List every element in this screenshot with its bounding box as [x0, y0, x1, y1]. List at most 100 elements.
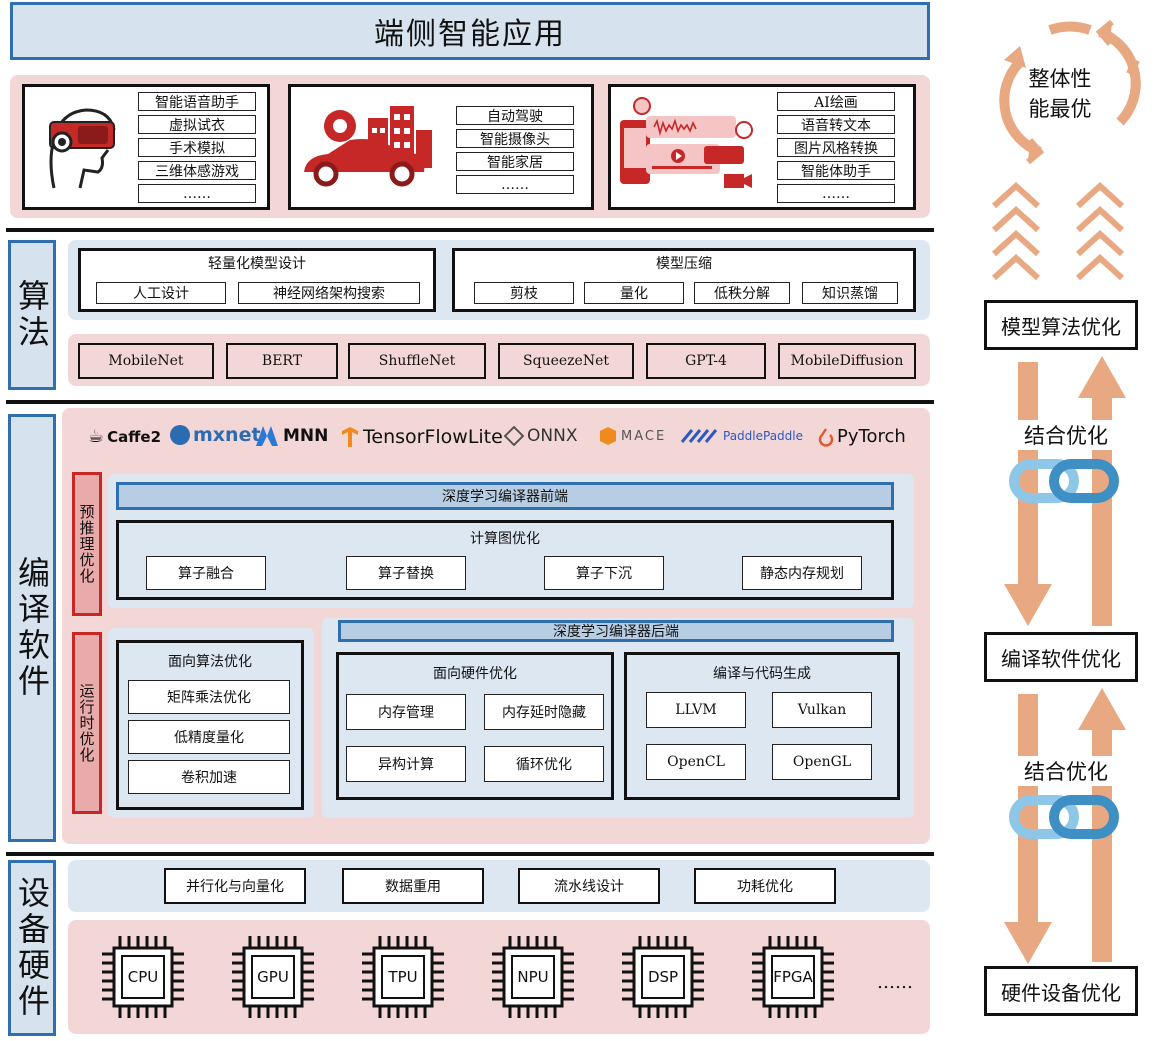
- app-item: AI绘画: [777, 92, 895, 111]
- compiler-side-label: 编译软件: [8, 414, 56, 842]
- app-item: 智能体助手: [777, 161, 895, 180]
- joint-optimization-label-2: 结合优化: [1006, 756, 1126, 786]
- separator: [6, 400, 934, 404]
- app-item: ……: [456, 175, 574, 194]
- framework-mnn: MNN: [254, 424, 328, 448]
- chain-link-icon: [1009, 459, 1119, 503]
- model-item: GPT-4: [646, 343, 766, 379]
- app-item: 虚拟试衣: [138, 115, 256, 134]
- app-item: 三维体感游戏: [138, 161, 256, 180]
- compression-item: 知识蒸馏: [802, 282, 898, 304]
- algorithm-opt-item: 卷积加速: [128, 760, 290, 794]
- model-item: ShuffleNet: [348, 343, 486, 379]
- hardware-opt-group: [336, 652, 614, 800]
- chain-link-icon: [1009, 795, 1119, 839]
- chip-label: CPU: [127, 968, 159, 986]
- multimedia-ai-icon: [620, 97, 753, 188]
- framework-pytorch: PyTorch: [818, 426, 906, 447]
- overall-optimal-label: 整体性能最优: [1028, 67, 1092, 121]
- separator: [6, 852, 934, 856]
- hardware-opt-title: 面向硬件优化: [433, 666, 517, 682]
- vr-headset-icon: [49, 108, 116, 189]
- model-item: BERT: [226, 343, 338, 379]
- app-item: 图片风格转换: [777, 138, 895, 157]
- page-title: 端侧智能应用: [10, 2, 930, 60]
- chip-label: DSP: [647, 968, 679, 986]
- model-algorithm-opt-box: 模型算法优化: [984, 300, 1138, 350]
- model-item: SqueezeNet: [498, 343, 634, 379]
- chip-fpga-icon: FPGA: [750, 934, 836, 1020]
- app-item: 自动驾驶: [456, 106, 574, 125]
- framework-tensorflowlite: TensorFlowLite: [340, 426, 503, 448]
- hardware-opt-item: 异构计算: [346, 746, 466, 782]
- pytorch-logo-icon: [818, 427, 834, 447]
- mxnet-logo-icon: [170, 425, 190, 445]
- framework-paddlepaddle: PaddlePaddle: [680, 426, 803, 446]
- chip-cpu-icon: CPU: [100, 934, 186, 1020]
- compression-item: 量化: [584, 282, 684, 304]
- chip-label: GPU: [257, 968, 289, 986]
- algorithm-opt-item: 低精度量化: [128, 720, 290, 754]
- bidirectional-arrows-1: [1004, 356, 1126, 626]
- chip-tpu-icon: TPU: [360, 934, 446, 1020]
- app-item: 语音转文本: [777, 115, 895, 134]
- algorithm-opt-title: 面向算法优化: [168, 654, 252, 670]
- chip-label: TPU: [388, 968, 418, 986]
- codegen-title: 编译与代码生成: [713, 666, 811, 682]
- model-item: MobileNet: [78, 343, 214, 379]
- hardware-side-label: 设备硬件: [8, 860, 56, 1036]
- app-item: 手术模拟: [138, 138, 256, 157]
- app-item: ……: [138, 184, 256, 203]
- smart-car-city-icon: [304, 106, 432, 187]
- hardware-device-opt-box: 硬件设备优化: [984, 966, 1138, 1016]
- lightweight-item: 神经网络架构搜索: [238, 282, 420, 304]
- app-item: ……: [777, 184, 895, 203]
- compiler-frontend-bar: 深度学习编译器前端: [116, 482, 894, 510]
- pre-inference-label: 预推理优化: [72, 472, 102, 616]
- graph-opt-item: 算子替换: [346, 556, 466, 590]
- hardware-opt-item: 内存延时隐藏: [484, 694, 604, 730]
- framework-onnx: ONNX: [504, 426, 577, 446]
- compiler-backend-bar: 深度学习编译器后端: [338, 620, 894, 642]
- hardware-technique: 数据重用: [342, 868, 484, 904]
- cycle-arrows-icon: [999, 19, 1141, 165]
- framework-mxnet: mxnet: [170, 424, 261, 446]
- lightweight-design-title: 轻量化模型设计: [208, 256, 306, 272]
- chip-gpu-icon: GPU: [230, 934, 316, 1020]
- chip-npu-icon: NPU: [490, 934, 576, 1020]
- framework-mace: MACE: [598, 426, 666, 446]
- codegen-group: [624, 652, 900, 800]
- codegen-item: Vulkan: [772, 692, 872, 728]
- graph-optimization-title: 计算图优化: [470, 531, 540, 547]
- model-compression-title: 模型压缩: [656, 256, 712, 272]
- joint-optimization-label-1: 结合优化: [1006, 420, 1126, 450]
- mnn-logo-icon: [256, 426, 278, 446]
- hardware-opt-item: 内存管理: [346, 694, 466, 730]
- algorithm-opt-item: 矩阵乘法优化: [128, 680, 290, 714]
- chip-dsp-icon: DSP: [620, 934, 706, 1020]
- hardware-technique: 功耗优化: [694, 868, 836, 904]
- mace-logo-icon: [600, 427, 616, 445]
- hardware-technique: 并行化与向量化: [164, 868, 306, 904]
- hardware-opt-item: 循环优化: [484, 746, 604, 782]
- chip-label: FPGA: [773, 968, 813, 986]
- app-item: 智能语音助手: [138, 92, 256, 111]
- chevrons-up-icon: [991, 181, 1125, 281]
- chips-more: ……: [877, 971, 913, 993]
- codegen-item: LLVM: [646, 692, 746, 728]
- runtime-label: 运行时优化: [72, 632, 102, 814]
- graph-optimization-group: [116, 520, 894, 600]
- framework-caffe2: ☕Caffe2: [88, 426, 162, 447]
- algorithm-side-label: 算法: [8, 240, 56, 390]
- app-item: 智能摄像头: [456, 129, 574, 148]
- compression-item: 剪枝: [474, 282, 574, 304]
- tensorflow-logo-icon: [342, 427, 358, 447]
- graph-opt-item: 静态内存规划: [742, 556, 862, 590]
- onnx-logo-icon: [504, 426, 524, 446]
- model-item: MobileDiffusion: [778, 343, 916, 379]
- paddle-logo-icon: [680, 429, 718, 443]
- coffee-cup-icon: ☕: [88, 426, 105, 447]
- graph-opt-item: 算子融合: [146, 556, 266, 590]
- codegen-item: OpenGL: [772, 744, 872, 780]
- app-item: 智能家居: [456, 152, 574, 171]
